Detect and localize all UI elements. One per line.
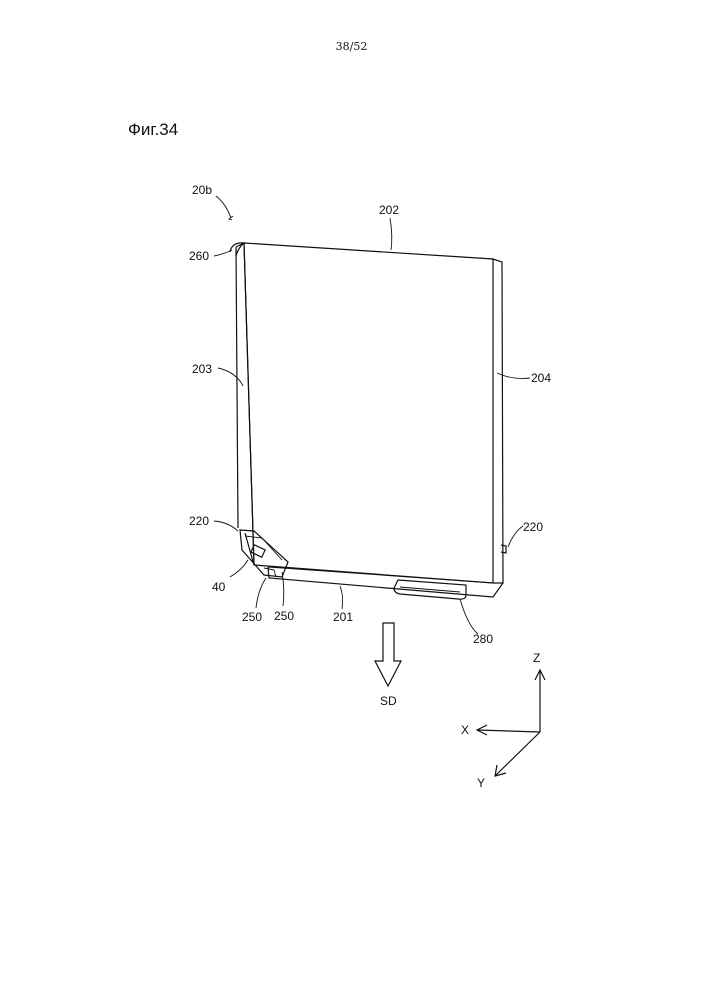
sd-direction-arrow: SD	[375, 623, 401, 708]
leader-260	[214, 250, 232, 256]
front-face	[244, 243, 493, 583]
label-201: 201	[333, 610, 353, 624]
label-220-left: 220	[189, 514, 209, 528]
label-220-right: 220	[523, 520, 543, 534]
label-204: 204	[531, 371, 551, 385]
side-panel-203	[236, 243, 254, 565]
coordinate-axes: Z X Y	[461, 651, 545, 790]
leader-203	[218, 368, 243, 386]
label-250-a: 250	[242, 610, 262, 624]
leader-280	[460, 599, 478, 634]
label-203: 203	[192, 362, 212, 376]
axis-x-line	[477, 730, 540, 732]
label-250-b: 250	[274, 609, 294, 623]
label-202: 202	[379, 203, 399, 217]
leader-201	[340, 586, 343, 609]
axis-y-line	[495, 732, 540, 776]
side-panel-edge	[236, 247, 238, 528]
bottom-panel-201	[268, 567, 503, 597]
leader-20b-arrow	[229, 216, 233, 220]
label-20b: 20b	[192, 183, 212, 197]
leader-40	[230, 560, 248, 577]
corner-feature-260	[230, 243, 244, 256]
leader-220-left	[214, 521, 238, 531]
leader-220-right	[508, 526, 523, 547]
axis-y-label: Y	[477, 776, 485, 790]
side-panel-204	[493, 259, 503, 583]
axis-z-label: Z	[533, 651, 540, 665]
cartridge-body	[230, 243, 506, 599]
leader-20b	[216, 196, 231, 218]
leader-lines	[214, 196, 530, 634]
leader-202	[390, 218, 392, 250]
label-280: 280	[473, 632, 493, 646]
label-40: 40	[212, 580, 226, 594]
chip-board-detail	[245, 536, 282, 560]
sd-arrow-icon	[375, 623, 401, 686]
label-sd: SD	[380, 694, 397, 708]
axis-x-label: X	[461, 723, 469, 737]
label-260: 260	[189, 249, 209, 263]
leader-250-a	[256, 578, 266, 608]
